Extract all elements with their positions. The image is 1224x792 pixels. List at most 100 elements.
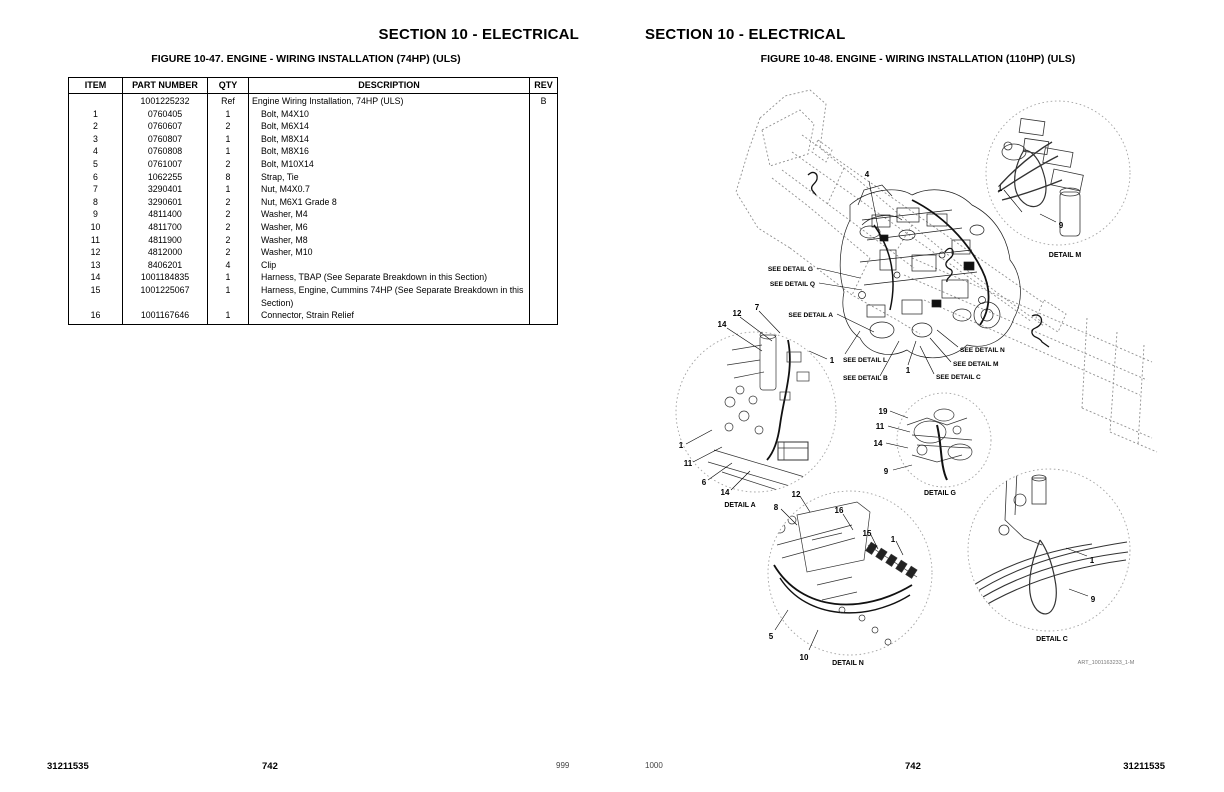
cell-qty: 1 xyxy=(207,183,249,196)
page-right: SECTION 10 - ELECTRICAL FIGURE 10-48. EN… xyxy=(612,0,1224,792)
cell-part: 1062255 xyxy=(122,170,208,184)
cell-part: 8406201 xyxy=(122,258,208,272)
see-detail-l-label: SEE DETAIL L xyxy=(843,357,887,364)
cell-part: 0760808 xyxy=(122,145,208,158)
table-header-row: ITEM PART NUMBER QTY DESCRIPTION REV xyxy=(68,77,558,94)
callout-14: 14 xyxy=(874,439,883,448)
header-qty: QTY xyxy=(207,77,249,94)
detail-c-view xyxy=(967,468,1131,632)
cell-desc: Washer, M10 xyxy=(248,246,530,259)
cell-desc: Engine Wiring Installation, 74HP (ULS) xyxy=(248,93,530,108)
cell-item: 4 xyxy=(68,145,123,158)
cell-item: 14 xyxy=(68,271,123,284)
cell-qty: Ref xyxy=(207,93,249,108)
figure-title: FIGURE 10-47. ENGINE - WIRING INSTALLATI… xyxy=(151,53,461,65)
page-left: SECTION 10 - ELECTRICAL FIGURE 10-47. EN… xyxy=(47,26,579,772)
detail-m-caption: DETAIL M xyxy=(1049,252,1082,259)
callout-labels: 4 7 12 14 1 11 6 14 1 1 19 11 14 9 1 9 1… xyxy=(679,170,1096,662)
table-row: 12 4812000 2 Washer, M10 xyxy=(68,246,558,259)
table-row: 8 3290601 2 Nut, M6X1 Grade 8 xyxy=(68,195,558,209)
table-row: 6 1062255 8 Strap, Tie xyxy=(68,170,558,184)
cell-qty: 1 xyxy=(207,283,249,310)
cell-desc: Harness, TBAP (See Separate Breakdown in… xyxy=(248,271,530,284)
engine-illustration xyxy=(839,184,1021,359)
footer-page-number: 742 xyxy=(262,761,278,772)
detail-a-caption: DETAIL A xyxy=(724,502,755,509)
cell-item: 8 xyxy=(68,195,123,209)
cell-part: 0760807 xyxy=(122,132,208,146)
callout-15: 15 xyxy=(863,529,872,538)
detail-n-view xyxy=(767,490,933,656)
table-row: 9 4811400 2 Washer, M4 xyxy=(68,208,558,221)
callout-1: 1 xyxy=(998,184,1003,193)
see-detail-n-label: SEE DETAIL N xyxy=(960,347,1005,354)
callout-8: 8 xyxy=(774,503,779,512)
cell-part: 4811700 xyxy=(122,220,208,234)
detail-m-view xyxy=(985,100,1131,246)
callout-9: 9 xyxy=(1091,595,1096,604)
cell-desc: Nut, M6X1 Grade 8 xyxy=(248,195,530,209)
cell-qty: 1 xyxy=(207,145,249,158)
callout-leader-lines xyxy=(685,180,1089,651)
cell-part: 0760405 xyxy=(122,107,208,121)
callout-19: 19 xyxy=(879,407,888,416)
cell-qty: 2 xyxy=(207,195,249,209)
cell-desc: Bolt, M4X10 xyxy=(248,107,530,121)
callout-14: 14 xyxy=(721,488,730,497)
cell-part: 1001225232 xyxy=(122,93,208,108)
cell-item: 3 xyxy=(68,132,123,146)
see-detail-c-label: SEE DETAIL C xyxy=(936,374,981,381)
cell-rev xyxy=(529,120,558,133)
table-row: 11 4811900 2 Washer, M8 xyxy=(68,233,558,247)
callout-5: 5 xyxy=(769,632,774,641)
table-row: 1 0760405 1 Bolt, M4X10 xyxy=(68,107,558,121)
section-title: SECTION 10 - ELECTRICAL xyxy=(378,26,579,43)
cell-desc: Connector, Strain Relief xyxy=(248,309,530,325)
see-detail-g-label: SEE DETAIL G xyxy=(768,266,813,273)
callout-16: 16 xyxy=(835,506,844,515)
cell-desc: Clip xyxy=(248,258,530,272)
callout-11: 11 xyxy=(684,459,693,468)
cell-item: 12 xyxy=(68,246,123,259)
callout-9: 9 xyxy=(1059,221,1064,230)
cell-qty: 1 xyxy=(207,271,249,284)
cell-part: 0761007 xyxy=(122,157,208,171)
header-item: ITEM xyxy=(68,77,123,94)
cell-rev xyxy=(529,170,558,184)
table-row: 10 4811700 2 Washer, M6 xyxy=(68,220,558,234)
callout-11: 11 xyxy=(876,422,885,431)
detail-c-caption: DETAIL C xyxy=(1036,636,1068,643)
cell-item: 6 xyxy=(68,170,123,184)
cell-desc: Bolt, M6X14 xyxy=(248,120,530,133)
cell-part: 3290601 xyxy=(122,195,208,209)
parts-table: ITEM PART NUMBER QTY DESCRIPTION REV 100… xyxy=(68,77,558,325)
harness-wire-squiggles xyxy=(807,171,1050,348)
table-row: 7 3290401 1 Nut, M4X0.7 xyxy=(68,183,558,196)
cell-qty: 2 xyxy=(207,233,249,247)
see-detail-m-label: SEE DETAIL M xyxy=(953,361,999,368)
cell-desc: Bolt, M8X16 xyxy=(248,145,530,158)
cell-qty: 4 xyxy=(207,258,249,272)
detail-n-caption: DETAIL N xyxy=(832,660,864,667)
cell-rev xyxy=(529,145,558,158)
cell-item: 2 xyxy=(68,120,123,133)
cell-item xyxy=(68,93,123,108)
callout-7: 7 xyxy=(755,303,760,312)
cell-rev xyxy=(529,283,558,310)
cell-item: 16 xyxy=(68,309,123,325)
callout-12: 12 xyxy=(733,309,742,318)
table-row: 13 8406201 4 Clip xyxy=(68,258,558,272)
callout-1: 1 xyxy=(1090,556,1095,565)
detail-g-view xyxy=(896,392,992,488)
footer-page-number: 742 xyxy=(905,761,921,772)
callout-6: 6 xyxy=(702,478,707,487)
see-detail-a-label: SEE DETAIL A xyxy=(788,312,833,319)
footer-sheet-number: 999 xyxy=(556,761,570,770)
cell-desc: Harness, Engine, Cummins 74HP (See Separ… xyxy=(248,283,530,310)
cell-desc: Nut, M4X0.7 xyxy=(248,183,530,196)
see-detail-q-label: SEE DETAIL Q xyxy=(770,281,815,288)
table-row: 1001225232 Ref Engine Wiring Installatio… xyxy=(68,93,558,108)
header-part-number: PART NUMBER xyxy=(122,77,208,94)
footer-sheet-number: 1000 xyxy=(645,761,663,770)
